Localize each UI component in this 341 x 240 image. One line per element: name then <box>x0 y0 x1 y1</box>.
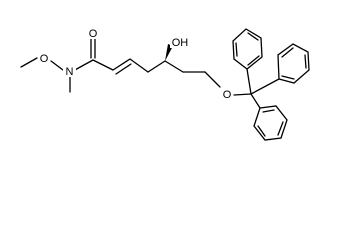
bond-c2-c3-inner <box>115 63 132 75</box>
bond-c1-c2 <box>92 59 114 71</box>
phenyl-ring-right-double-2 <box>304 54 307 69</box>
bond-n-o <box>50 60 64 71</box>
bond-o-me <box>20 57 38 68</box>
bond-c3-c4 <box>129 58 149 73</box>
bond-c7-o <box>204 71 221 88</box>
bond-c1-n <box>72 59 94 72</box>
bond-c5-c6 <box>164 60 184 73</box>
phenyl-ring-top-double-2 <box>247 32 259 41</box>
phenyl-ring-bottom-double-2 <box>277 121 284 136</box>
bond-o-cq <box>233 93 252 96</box>
carbonyl-oxygen-label: O <box>89 28 98 40</box>
phenyl-ring-right-double-1 <box>281 47 294 58</box>
molecule-structure-diagram: O N O OH O <box>20 26 310 141</box>
bond-c2-c3 <box>112 58 131 71</box>
bond-cq-ring3 <box>250 93 261 109</box>
bond-cq-ring1 <box>246 68 252 95</box>
ether-oxygen-label: O <box>223 89 232 101</box>
phenyl-ring-top-double-3 <box>247 55 260 66</box>
phenyl-ring-bottom-double-3 <box>257 125 266 137</box>
phenyl-ring-top <box>232 28 263 70</box>
phenyl-ring-bottom-double-1 <box>262 109 275 113</box>
molecule-structure-canvas: O N O OH O <box>20 26 310 141</box>
bond-c4-c5 <box>147 60 166 73</box>
phenyl-ring-bottom <box>253 105 288 141</box>
hydroxyl-label: OH <box>172 37 189 49</box>
phenyl-ring-right-double-3 <box>281 75 295 80</box>
bond-cq-ring2 <box>250 78 280 95</box>
phenyl-ring-top-double-1 <box>235 42 238 57</box>
bond-c5-oh-wedge <box>165 44 173 61</box>
methoxy-oxygen-label: O <box>40 53 49 65</box>
amide-nitrogen-label: N <box>66 66 74 78</box>
phenyl-ring-right <box>277 43 310 84</box>
